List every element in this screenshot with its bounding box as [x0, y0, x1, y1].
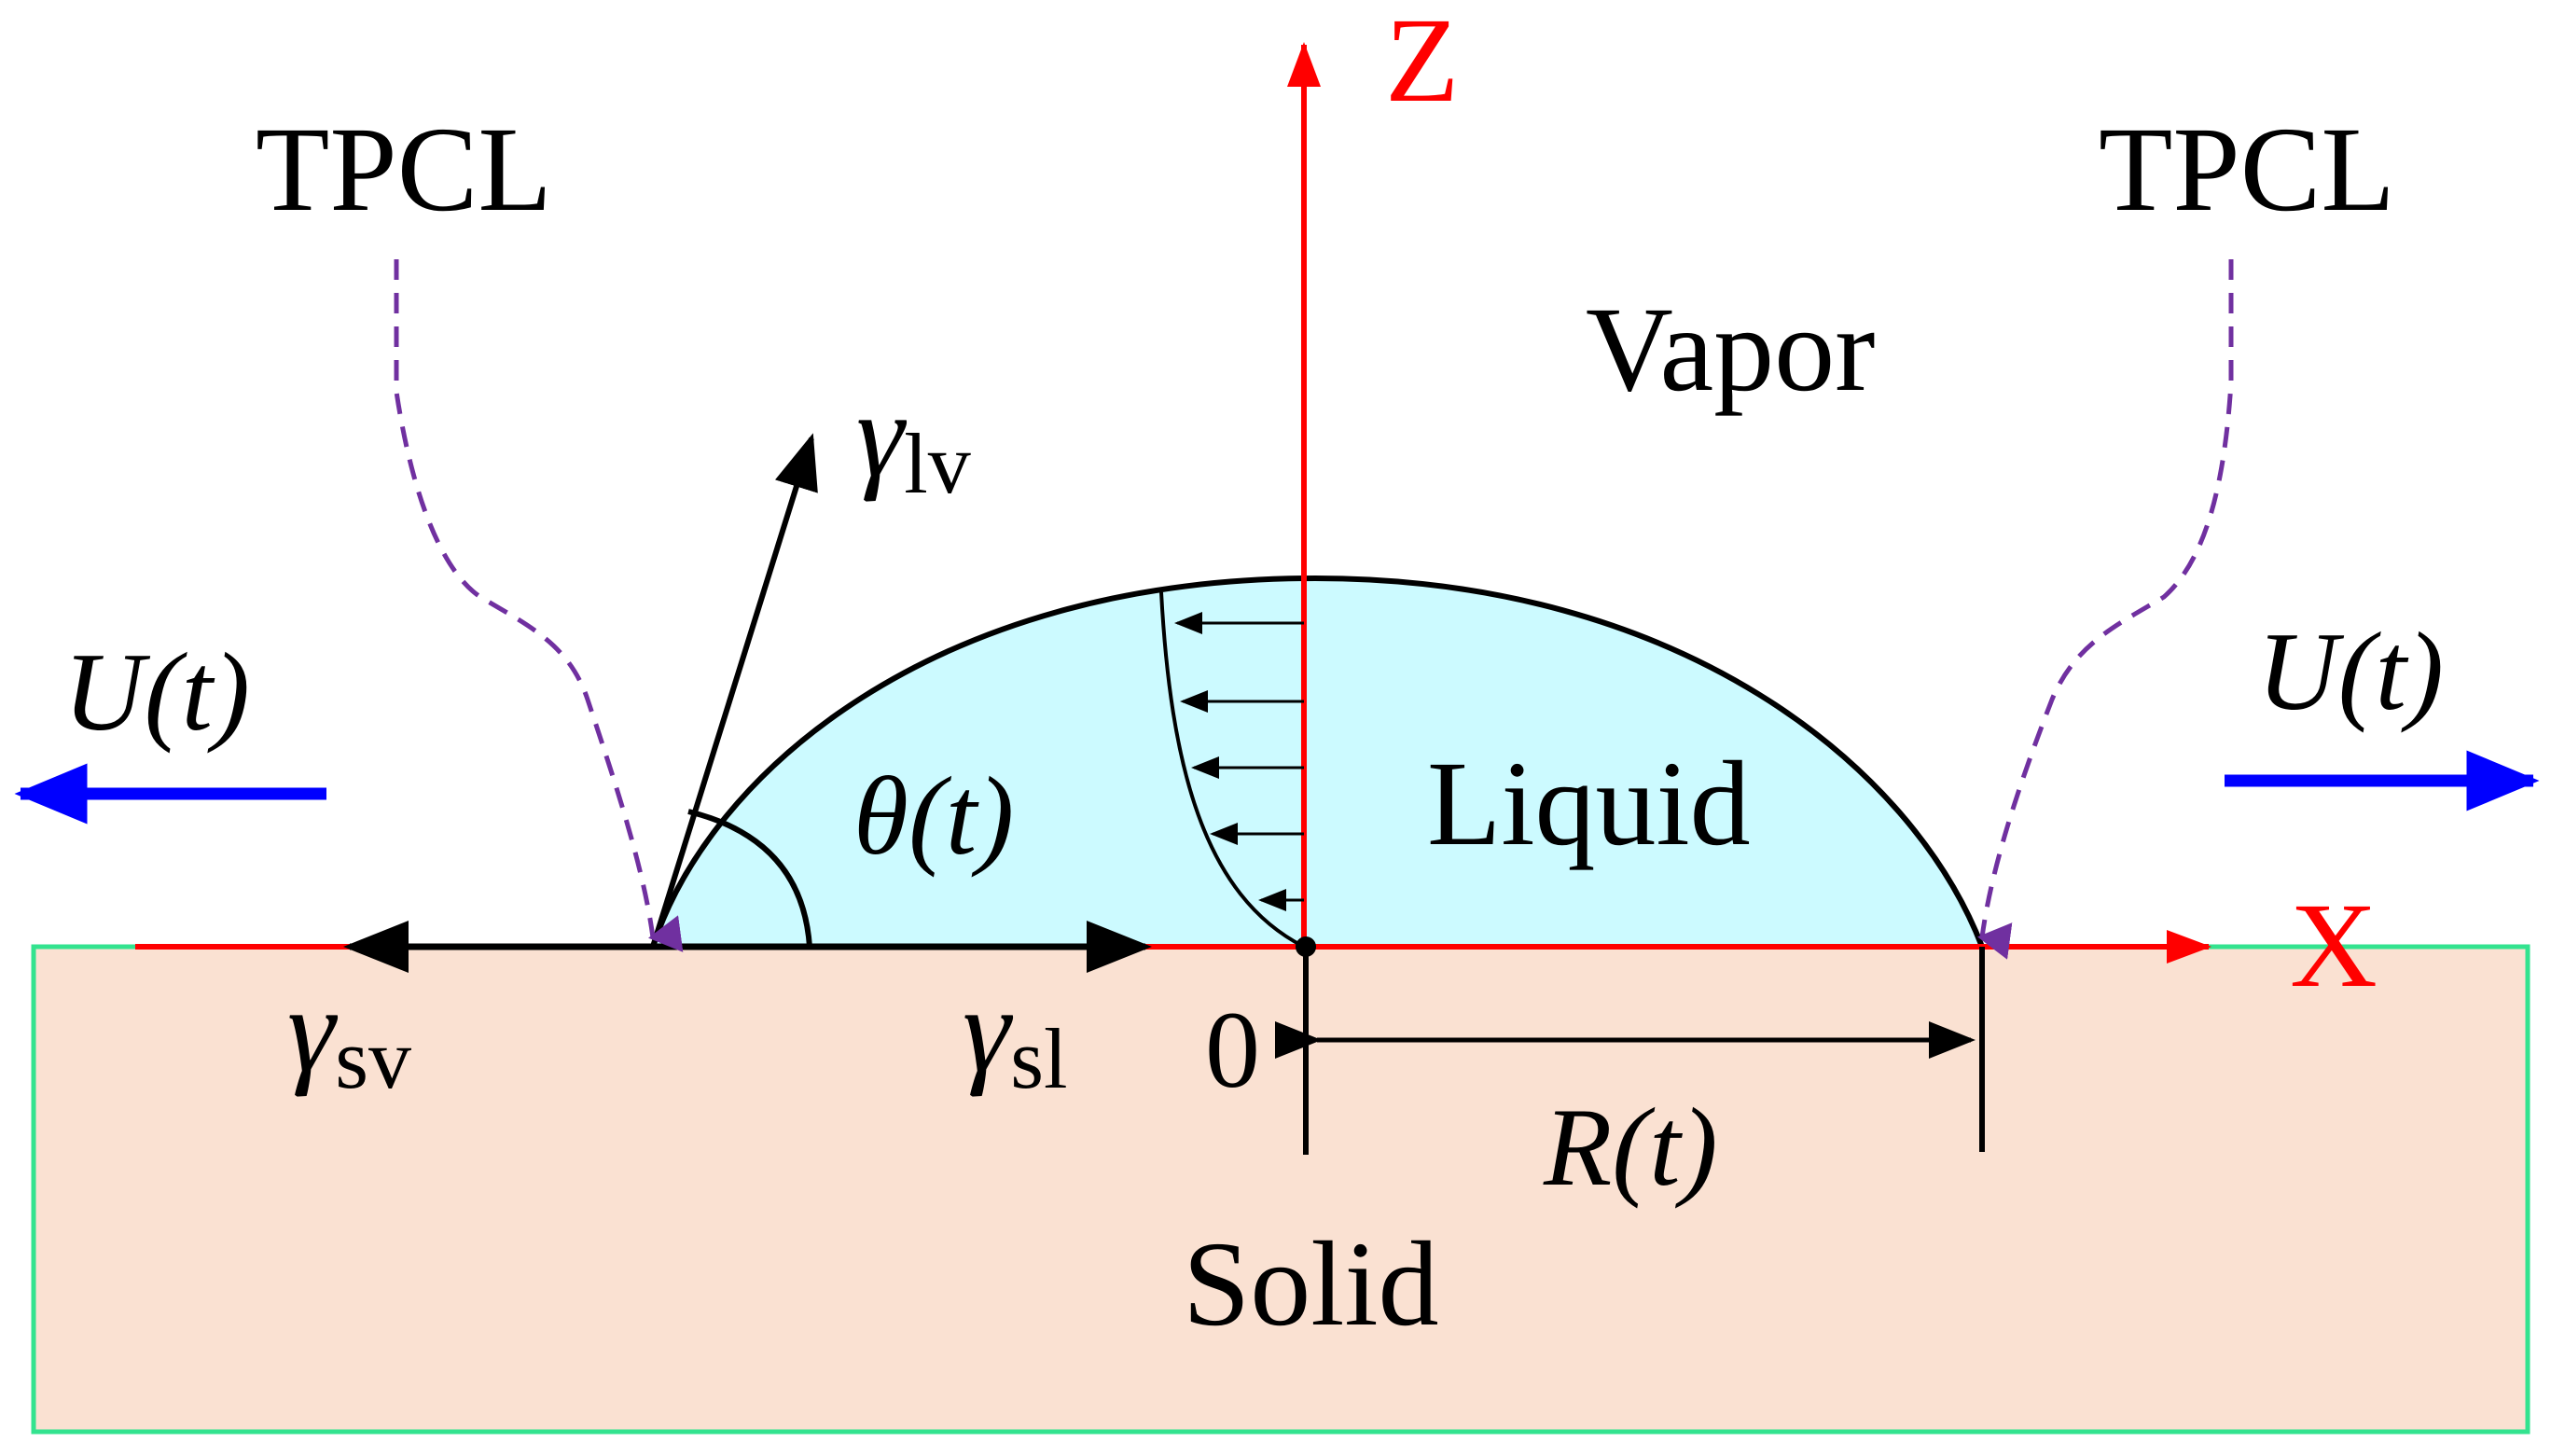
gamma-sl-label: γsl — [963, 964, 1068, 1106]
gamma-sl-subscript: sl — [1010, 1011, 1067, 1106]
liquid-droplet — [648, 575, 1987, 950]
contact-angle-label: θ(t) — [853, 754, 1014, 878]
tpcl-right-label: TPCL — [2099, 103, 2395, 237]
gamma-lv-label: γlv — [856, 368, 971, 511]
tpcl-right-pointer — [1977, 259, 2234, 960]
gamma-sv-label: γsv — [287, 964, 411, 1106]
gamma-lv-subscript: lv — [904, 416, 971, 511]
gamma-symbol: γ — [963, 964, 1014, 1098]
tpcl-left-pointer — [394, 259, 684, 952]
velocity-right-label: U(t) — [2257, 609, 2444, 733]
radius-label: R(t) — [1543, 1085, 1718, 1209]
gamma-symbol: γ — [287, 964, 339, 1098]
gamma-symbol: γ — [856, 368, 908, 503]
x-axis-label: X — [2290, 879, 2378, 1013]
tpcl-left-label: TPCL — [256, 103, 552, 237]
origin-label: 0 — [1205, 989, 1260, 1111]
z-axis-label: Z — [1385, 0, 1459, 128]
gamma-lv-arrow — [650, 433, 818, 948]
velocity-profile-curve — [1159, 591, 1305, 949]
gamma-sv-subscript: sv — [335, 1011, 411, 1106]
solid-label: Solid — [1183, 1217, 1439, 1352]
velocity-left-label: U(t) — [63, 630, 250, 754]
liquid-label: Liquid — [1427, 737, 1751, 871]
vapor-label: Vapor — [1586, 283, 1875, 417]
contact-angle-arc — [687, 809, 812, 948]
